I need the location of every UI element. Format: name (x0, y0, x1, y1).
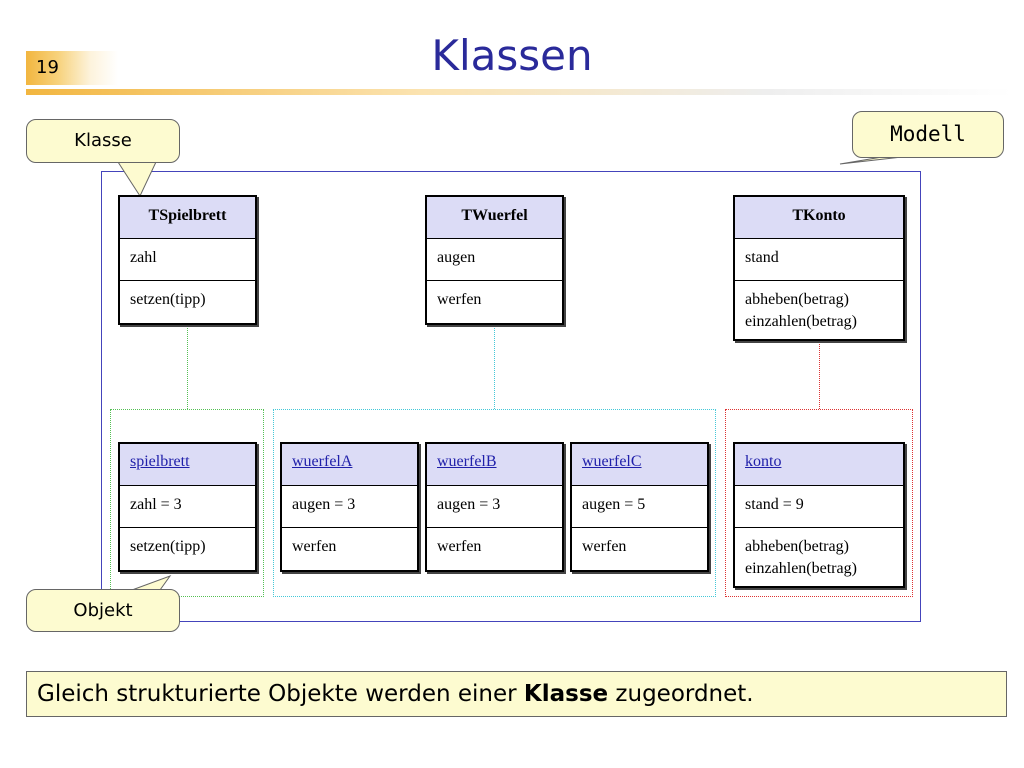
object-name: wuerfelC (572, 444, 707, 486)
class-attribute: augen (427, 239, 562, 281)
object-operation: werfen (437, 538, 482, 555)
page-title: Klassen (431, 31, 593, 80)
object-attribute: stand = 9 (735, 486, 903, 528)
object-operations: abheben(betrag) einzahlen(betrag) (735, 528, 903, 580)
object-attribute: augen = 3 (282, 486, 417, 528)
wuerfel-instance-link (494, 325, 495, 409)
class-operation: werfen (437, 291, 482, 308)
spielbrett-instance-link (187, 325, 188, 409)
object-name: wuerfelA (282, 444, 417, 486)
object-operation: werfen (292, 538, 337, 555)
statement-text-before: Gleich strukturierte Objekte werden eine… (37, 681, 524, 707)
object-box-konto: konto stand = 9 abheben(betrag) einzahle… (733, 442, 905, 588)
class-operations: setzen(tipp) (120, 281, 255, 311)
object-operation: abheben(betrag) (745, 538, 849, 555)
model-frame (101, 171, 921, 622)
klasse-callout: Klasse (26, 119, 180, 163)
object-box-wuerfela: wuerfelA augen = 3 werfen (280, 442, 419, 572)
class-operation: setzen(tipp) (130, 291, 206, 308)
statement-keyword: Klasse (523, 681, 609, 707)
object-operations: setzen(tipp) (120, 528, 255, 558)
objekt-callout: Objekt (26, 589, 180, 632)
object-box-wuerfelb: wuerfelB augen = 3 werfen (425, 442, 564, 572)
object-operations: werfen (572, 528, 707, 558)
object-attribute: augen = 5 (572, 486, 707, 528)
wuerfel-object-group (273, 409, 716, 597)
object-name: spielbrett (120, 444, 255, 486)
object-box-wuerfelc: wuerfelC augen = 5 werfen (570, 442, 709, 572)
class-attribute: stand (735, 239, 903, 281)
konto-instance-link (819, 341, 820, 409)
object-box-spielbrett: spielbrett zahl = 3 setzen(tipp) (118, 442, 257, 572)
object-operation: einzahlen(betrag) (745, 560, 857, 577)
summary-statement: Gleich strukturierte Objekte werden eine… (26, 671, 1007, 717)
modell-callout-tail (839, 156, 903, 165)
object-name: konto (735, 444, 903, 486)
object-attribute: zahl = 3 (120, 486, 255, 528)
class-attribute: zahl (120, 239, 255, 281)
class-box-tkonto: TKonto stand abheben(betrag) einzahlen(b… (733, 195, 905, 341)
object-name: wuerfelB (427, 444, 562, 486)
class-name: TSpielbrett (120, 197, 255, 239)
class-operation: einzahlen(betrag) (745, 313, 857, 330)
class-operation: abheben(betrag) (745, 291, 849, 308)
modell-callout: Modell (852, 111, 1004, 158)
object-operation: werfen (582, 538, 627, 555)
slide-number: 19 (26, 51, 118, 85)
object-operations: werfen (282, 528, 417, 558)
class-name: TWuerfel (427, 197, 562, 239)
class-box-tspielbrett: TSpielbrett zahl setzen(tipp) (118, 195, 257, 325)
title-divider (26, 89, 1012, 95)
class-operations: werfen (427, 281, 562, 311)
spielbrett-object-group (110, 409, 264, 597)
object-attribute: augen = 3 (427, 486, 562, 528)
konto-object-group (725, 409, 913, 597)
statement-text-after: zugeordnet. (608, 681, 754, 707)
class-name: TKonto (735, 197, 903, 239)
object-operations: werfen (427, 528, 562, 558)
class-box-twuerfel: TWuerfel augen werfen (425, 195, 564, 325)
class-operations: abheben(betrag) einzahlen(betrag) (735, 281, 903, 333)
object-operation: setzen(tipp) (130, 538, 206, 555)
